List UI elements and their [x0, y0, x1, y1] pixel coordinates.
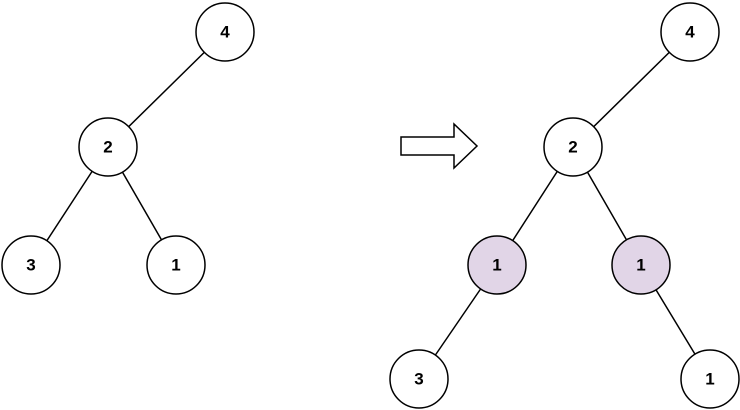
node-circle [660, 2, 720, 62]
node-circle [1, 235, 61, 295]
tree-node: 2 [543, 117, 603, 177]
node-circle [78, 117, 138, 177]
after-tree: 4 2 1 1 3 1 [389, 2, 740, 409]
node-label: 3 [26, 256, 35, 275]
tree-node: 4 [195, 2, 255, 62]
tree-node: 1 [680, 349, 740, 409]
node-label: 1 [492, 256, 501, 275]
node-label: 1 [636, 256, 645, 275]
tree-node: 1 [146, 235, 206, 295]
tree-node: 3 [389, 349, 449, 409]
tree-node: 2 [78, 117, 138, 177]
node-circle [611, 235, 671, 295]
tree-node: 3 [1, 235, 61, 295]
node-label: 1 [705, 370, 714, 389]
node-circle [146, 235, 206, 295]
node-label: 2 [568, 138, 577, 157]
node-circle [389, 349, 449, 409]
highlighted-tree-node: 1 [467, 235, 527, 295]
before-tree: 4 2 3 1 [1, 2, 255, 295]
node-label: 2 [103, 138, 112, 157]
tree-node: 4 [660, 2, 720, 62]
node-circle [195, 2, 255, 62]
highlighted-tree-node: 1 [611, 235, 671, 295]
node-label: 4 [685, 23, 695, 42]
node-circle [467, 235, 527, 295]
right-arrow-icon [400, 122, 479, 170]
node-circle [543, 117, 603, 177]
node-label: 3 [414, 370, 423, 389]
node-label: 1 [171, 256, 180, 275]
node-circle [680, 349, 740, 409]
node-label: 4 [220, 23, 230, 42]
